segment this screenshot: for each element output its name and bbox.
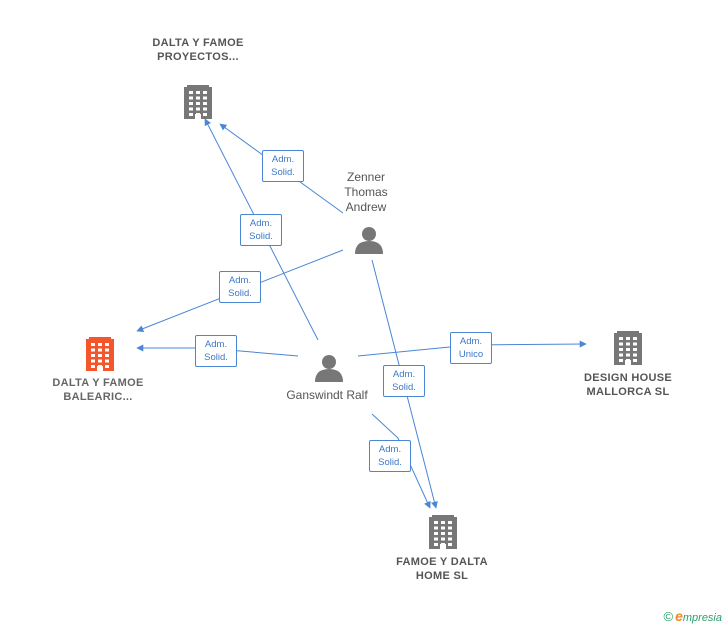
edge-role-label[interactable]: Adm.Solid. (240, 214, 282, 246)
brand-logo-initial: e (675, 608, 683, 624)
edge-ganswindt-famoe_home (371, 413, 431, 509)
edge-role-label[interactable]: Adm.Solid. (383, 365, 425, 397)
dalta_proyectos-label[interactable]: DALTA Y FAMOE PROYECTOS... (152, 37, 244, 63)
edge-role-label[interactable]: Adm.Unico (450, 332, 492, 364)
design_house-label[interactable]: DESIGN HOUSE MALLORCA SL (584, 372, 672, 398)
brand-footer[interactable]: ©empresia (663, 608, 722, 624)
edge-role-label[interactable]: Adm.Solid. (262, 150, 304, 182)
ganswindt-person-icon[interactable] (315, 355, 343, 382)
dalta_balearic-label[interactable]: DALTA Y FAMOE BALEARIC... (52, 377, 144, 403)
copyright-symbol: © (663, 609, 674, 624)
dalta_proyectos-building-icon[interactable] (184, 85, 212, 119)
dalta_balearic-building-icon[interactable] (86, 337, 114, 371)
edge-role-label[interactable]: Adm.Solid. (219, 271, 261, 303)
design_house-building-icon[interactable] (614, 331, 642, 365)
famoe_home-label[interactable]: FAMOE Y DALTA HOME SL (396, 556, 488, 582)
edge-role-label[interactable]: Adm.Solid. (195, 335, 237, 367)
nodes-layer (86, 85, 642, 549)
zenner-person-icon[interactable] (355, 227, 383, 254)
zenner-label[interactable]: Zenner Thomas Andrew (344, 170, 388, 214)
edge-role-label[interactable]: Adm.Solid. (369, 440, 411, 472)
ganswindt-label[interactable]: Ganswindt Ralf (286, 388, 368, 402)
brand-logo-text: mpresia (682, 612, 722, 624)
famoe_home-building-icon[interactable] (429, 515, 457, 549)
